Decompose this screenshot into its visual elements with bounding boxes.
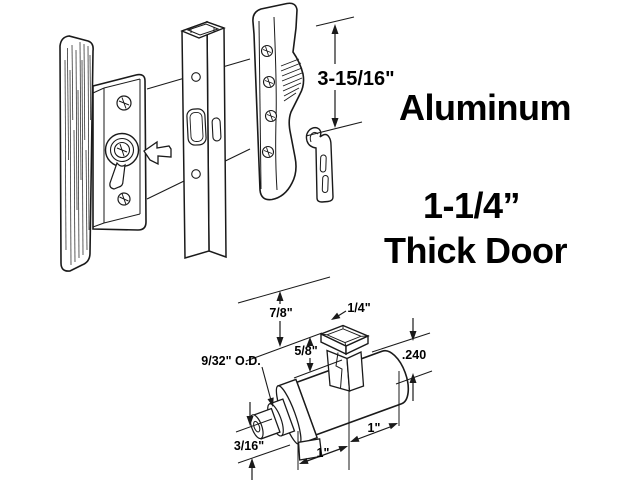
dim-label-spindle-od: 9/32" O.D. xyxy=(201,354,260,368)
bar-hole-bottom xyxy=(191,169,201,179)
dim-label-240: .240 xyxy=(402,348,426,362)
dim-label-3-16: 3/16" xyxy=(234,439,264,453)
mounting-screw-top xyxy=(116,95,132,111)
dim-label-1in-left: 1" xyxy=(317,446,330,460)
door-thickness-caption: Thick Door xyxy=(384,230,568,271)
latch-unit-drawing xyxy=(249,324,410,461)
wood-grain-texture xyxy=(64,41,91,266)
dim-label-overall-height: 3-15/16" xyxy=(317,68,394,90)
latch-housing xyxy=(92,73,172,231)
bar-hole-top xyxy=(191,72,201,82)
grip-hatching xyxy=(280,58,303,102)
latch-actuator xyxy=(143,140,172,166)
interior-handle-plate xyxy=(59,35,94,272)
bar-front-slot xyxy=(186,108,207,146)
dim-label-5-8: 5/8" xyxy=(294,344,317,358)
mortise-bar xyxy=(180,20,227,259)
dim-label-1in-right: 1" xyxy=(368,421,381,435)
keeper-bracket xyxy=(305,126,334,203)
material-label: Aluminum xyxy=(399,87,572,128)
height-dimension: 3-15/16" xyxy=(305,16,395,137)
door-thickness-value: 1-1/4” xyxy=(423,185,521,226)
thumb-turn xyxy=(104,132,140,190)
exterior-pull xyxy=(252,2,305,201)
dim-label-7-8: 7/8" xyxy=(269,306,292,320)
dim-label-1-4: 1/4" xyxy=(347,301,370,315)
mounting-screw-bottom xyxy=(117,192,131,206)
latch-unit-dimensions: 7/8" 1/4" 5/8" 9/32" O.D. .240 3/16" xyxy=(201,276,433,480)
latch-cylinder-body xyxy=(295,349,410,436)
latch-block xyxy=(319,324,370,392)
pull-screws xyxy=(260,44,278,159)
bar-side-slot xyxy=(211,117,222,142)
